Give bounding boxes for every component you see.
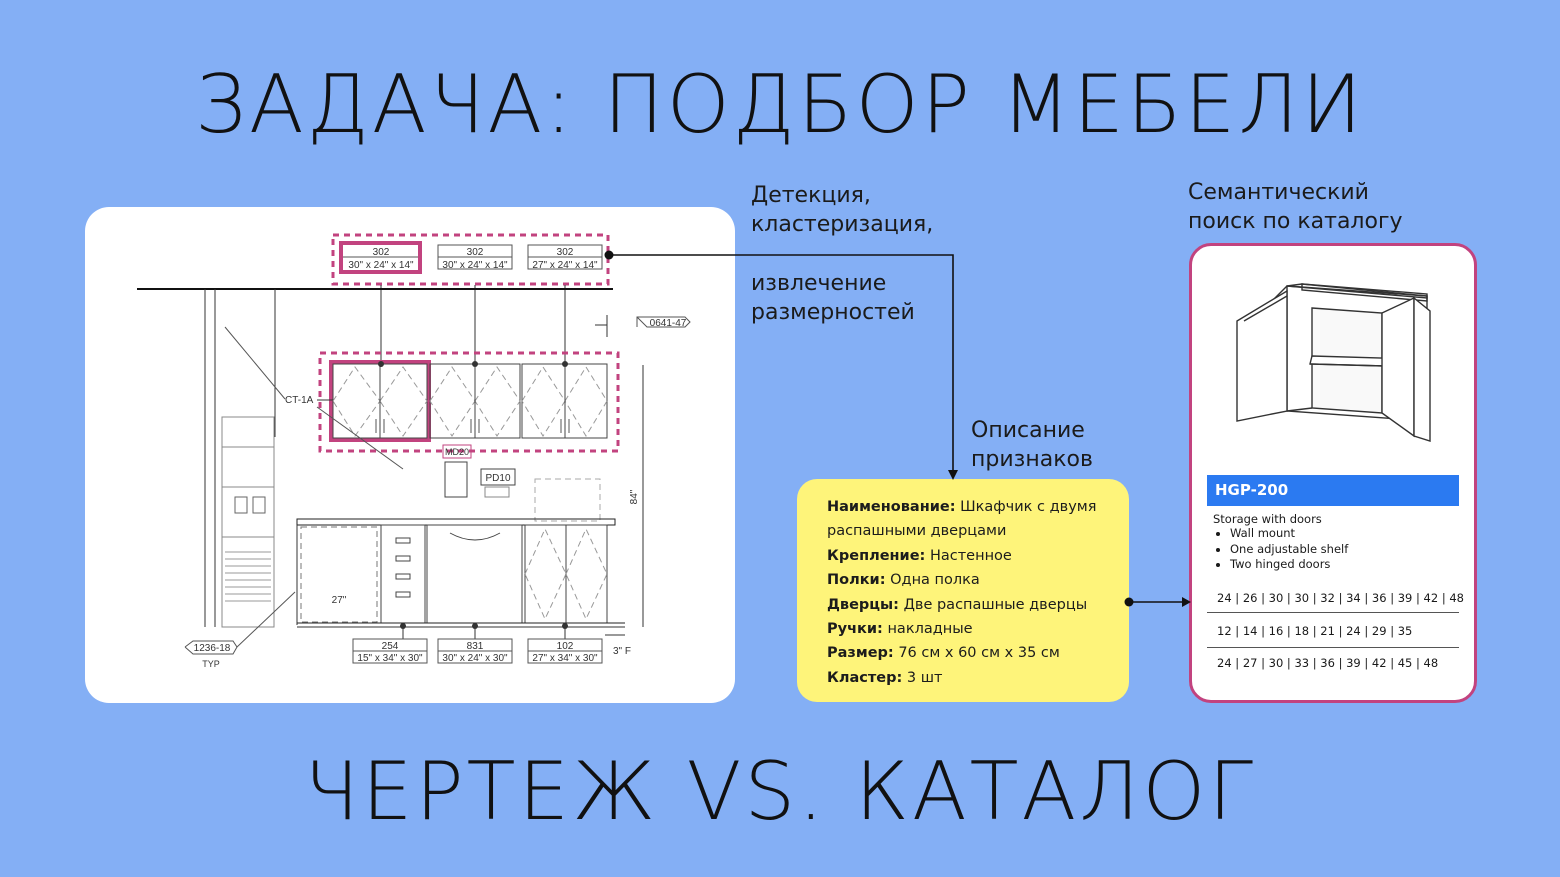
- top-tag-1-dims: 30" x 24" x 14": [348, 260, 414, 271]
- divider: [1207, 612, 1459, 613]
- feature-row: Дверцы: Две распашные дверцы: [827, 593, 1115, 617]
- caption-detection: Детекция, кластеризация,: [751, 181, 933, 239]
- product-feature-list: Wall mount One adjustable shelf Two hing…: [1212, 526, 1348, 573]
- technical-drawing-card: 302 30" x 24" x 14" 302 30" x 24" x 14" …: [85, 207, 735, 703]
- bottom-tag-3-dims: 27" x 34" x 30": [532, 653, 598, 664]
- top-tag-3-dims: 27" x 24" x 14": [532, 260, 598, 271]
- feature-row: Размер: 76 см х 60 см х 35 см: [827, 641, 1115, 665]
- product-code: HGP-200: [1207, 475, 1459, 506]
- height-label: 84": [629, 489, 640, 504]
- caption-search-line-1: Семантический: [1188, 180, 1369, 205]
- feature-row: Полки: Одна полка: [827, 568, 1115, 592]
- typ-label: TYP: [202, 659, 220, 669]
- feature-value: Одна полка: [890, 572, 980, 589]
- floor-label: 3" F: [613, 646, 631, 657]
- feature-value: распашными дверцами: [827, 523, 1007, 540]
- feature-value: накладные: [887, 621, 973, 638]
- caption-detection-line-2: кластеризация,: [751, 212, 934, 237]
- caption-description: Описание признаков: [971, 416, 1093, 474]
- feature-key: Кластер:: [827, 669, 903, 686]
- bottom-tag-3-num: 102: [557, 641, 574, 652]
- caption-search: Семантический поиск по каталогу: [1188, 178, 1403, 236]
- top-tags-detection-box: [331, 233, 610, 286]
- caption-extraction-line-2: размерностей: [751, 300, 915, 325]
- width-label: 27": [332, 595, 347, 606]
- size-row-height: 24 | 27 | 30 | 33 | 36 | 39 | 42 | 45 | …: [1217, 656, 1439, 670]
- feature-key: Полки:: [827, 572, 886, 589]
- feature-row: Наименование: Шкафчик с двумя: [827, 495, 1115, 519]
- size-row-depth: 12 | 14 | 16 | 18 | 21 | 24 | 29 | 35: [1217, 624, 1413, 638]
- feature-value: 76 см х 60 см х 35 см: [898, 645, 1060, 662]
- caption-description-line-1: Описание: [971, 418, 1085, 443]
- list-item: One adjustable shelf: [1230, 542, 1348, 558]
- feature-key: Наименование:: [827, 499, 956, 515]
- feature-key: Ручки:: [827, 621, 883, 638]
- ref-bottom-label: 1236-18: [194, 643, 231, 654]
- feature-key: Дверцы:: [827, 596, 899, 613]
- feature-description-card: Наименование: Шкафчик с двумя распашными…: [797, 479, 1129, 702]
- feature-key: Размер:: [827, 645, 894, 662]
- top-tag-1-num: 302: [373, 247, 390, 258]
- bottom-tag-1-num: 254: [382, 641, 399, 652]
- feature-value: 3 шт: [906, 669, 943, 686]
- ref-top-label: 0641-47: [650, 318, 687, 329]
- feature-value: Шкафчик с двумя: [960, 499, 1097, 515]
- top-tag-2-dims: 30" x 24" x 14": [442, 260, 508, 271]
- size-row-width: 24 | 26 | 30 | 30 | 32 | 34 | 36 | 39 | …: [1217, 591, 1465, 605]
- bottom-tag-2-num: 831: [467, 641, 484, 652]
- ct-label: CT-1A: [285, 395, 314, 406]
- feature-row: распашными дверцами: [827, 519, 1115, 543]
- bottom-tag-2-dims: 30" x 24" x 30": [442, 653, 508, 664]
- page-subtitle: ЧЕРТЕЖ VS. КАТАЛОГ: [304, 745, 1256, 838]
- divider: [1207, 647, 1459, 648]
- list-item: Wall mount: [1230, 526, 1348, 542]
- feature-row: Крепление: Настенное: [827, 544, 1115, 568]
- page-title: ЗАДАЧА: ПОДБОР МЕБЕЛИ: [195, 58, 1365, 151]
- cabinet-illustration: [1236, 283, 1431, 442]
- caption-search-line-2: поиск по каталогу: [1188, 209, 1403, 234]
- feature-row: Ручки: накладные: [827, 617, 1115, 641]
- caption-extraction-line-1: извлечение: [751, 271, 887, 296]
- list-item: Two hinged doors: [1230, 557, 1348, 573]
- selected-tag-box: [339, 241, 422, 274]
- md-label: MD20: [445, 447, 469, 457]
- catalog-item-card: HGP-200 Storage with doors Wall mount On…: [1189, 243, 1477, 703]
- caption-detection-line-1: Детекция,: [751, 183, 871, 208]
- top-tag-3-num: 302: [557, 247, 574, 258]
- upper-cabinets-detection-box: [318, 351, 620, 453]
- feature-value: Две распашные дверцы: [903, 596, 1088, 613]
- product-subtitle: Storage with doors: [1213, 512, 1322, 526]
- pd-label: PD10: [485, 473, 510, 484]
- caption-extraction: извлечение размерностей: [751, 269, 915, 327]
- feature-value: Настенное: [929, 547, 1012, 564]
- feature-row: Кластер: 3 шт: [827, 666, 1115, 690]
- caption-description-line-2: признаков: [971, 447, 1093, 472]
- top-tag-2-num: 302: [467, 247, 484, 258]
- feature-key: Крепление:: [827, 547, 926, 564]
- kitchen-elevation-drawing: 302 30" x 24" x 14" 302 30" x 24" x 14" …: [137, 233, 691, 669]
- bottom-tag-1-dims: 15" x 34" x 30": [357, 653, 423, 664]
